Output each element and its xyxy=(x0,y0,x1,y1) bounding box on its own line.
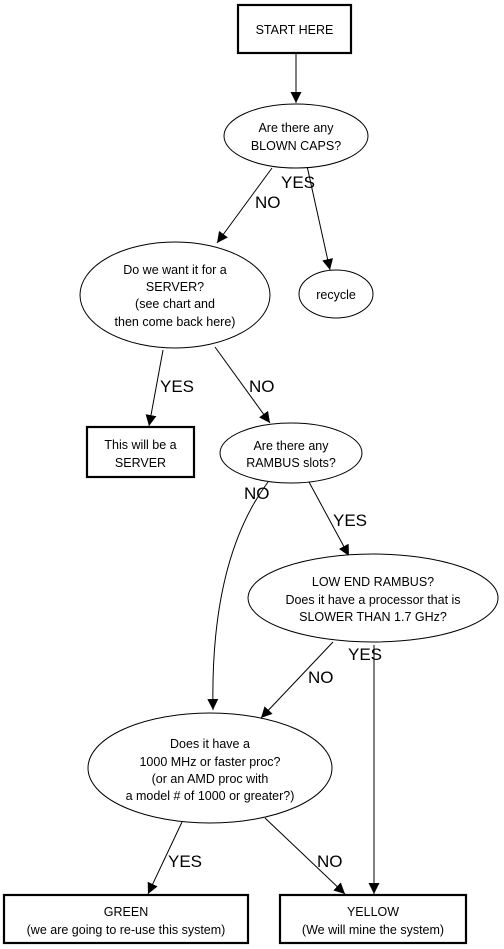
arrow-proc-to-yellow xyxy=(264,817,346,895)
processor-question-line-4: a model # of 1000 or greater?) xyxy=(126,789,295,803)
recycle-node: recycle xyxy=(298,269,374,319)
low-end-rambus-line-2: Does it have a processor that is xyxy=(285,593,460,607)
green-result-line-1: GREEN xyxy=(104,905,148,919)
edge-label-proc-yes: YES xyxy=(168,852,202,871)
processor-question-line-1: Does it have a xyxy=(170,737,250,751)
green-result-line-2: (we are going to re-use this system) xyxy=(27,923,226,937)
arrow-caps-to-recycle xyxy=(306,165,333,271)
yellow-result-line-2: (We will mine the system) xyxy=(302,923,444,937)
edge-label-server-no: NO xyxy=(249,377,275,396)
rambus-question-node: Are there any RAMBUS slots? xyxy=(219,422,363,484)
edges xyxy=(145,54,380,895)
arrow-caps-to-server xyxy=(216,167,273,244)
edge-label-caps-yes: YES xyxy=(281,173,315,192)
processor-question-line-3: (or an AMD proc with xyxy=(152,772,269,786)
arrow-lowend-to-proc xyxy=(260,641,334,719)
arrow-server-to-rambus xyxy=(214,346,271,424)
low-end-rambus-node: LOW END RAMBUS? Does it have a processor… xyxy=(247,553,499,643)
yellow-result-node: YELLOW (We will mine the system) xyxy=(278,893,468,945)
edge-label-caps-no: NO xyxy=(255,193,281,212)
blown-caps-ellipse xyxy=(223,103,369,169)
low-end-rambus-ellipse xyxy=(247,553,499,643)
edge-label-proc-no: NO xyxy=(317,852,343,871)
yellow-result-box xyxy=(278,893,468,945)
start-label: START HERE xyxy=(256,23,334,37)
server-question-node: Do we want it for a SERVER? (see chart a… xyxy=(79,241,271,349)
edge-labels: YES NO YES NO NO YES YES NO YES NO xyxy=(160,173,382,871)
low-end-rambus-line-3: SLOWER THAN 1.7 GHz? xyxy=(299,610,447,624)
arrow-rambus-to-lowend xyxy=(308,481,350,557)
server-question-line-3: (see chart and xyxy=(135,297,215,311)
green-result-node: GREEN (we are going to re-use this syste… xyxy=(2,893,250,945)
server-question-ellipse xyxy=(79,241,271,349)
server-result-line-1: This will be a xyxy=(104,438,176,452)
rambus-question-line-1: Are there any xyxy=(253,439,329,453)
arrow-proc-to-green xyxy=(147,821,183,895)
blown-caps-line-2: BLOWN CAPS? xyxy=(251,139,341,153)
rambus-question-ellipse xyxy=(219,422,363,484)
server-result-node: This will be a SERVER xyxy=(85,425,196,479)
edge-label-rambus-no: NO xyxy=(244,484,270,503)
arrow-rambus-to-proc xyxy=(207,481,269,711)
start-node: START HERE xyxy=(236,3,353,55)
processor-question-line-2: 1000 MHz or faster proc? xyxy=(139,755,280,769)
server-question-line-2: SERVER? xyxy=(146,280,204,294)
start-box xyxy=(236,3,353,55)
server-result-box xyxy=(85,425,196,479)
recycle-ellipse xyxy=(298,269,374,319)
blown-caps-node: Are there any BLOWN CAPS? xyxy=(223,103,369,169)
processor-question-ellipse xyxy=(87,712,333,824)
recycle-label: recycle xyxy=(316,288,356,302)
edge-label-lowend-no: NO xyxy=(308,668,334,687)
server-question-line-1: Do we want it for a xyxy=(123,263,227,277)
yellow-result-line-1: YELLOW xyxy=(347,905,399,919)
blown-caps-line-1: Are there any xyxy=(258,121,334,135)
edge-label-lowend-yes: YES xyxy=(348,645,382,664)
rambus-question-line-2: RAMBUS slots? xyxy=(246,456,336,470)
edge-label-server-yes: YES xyxy=(160,377,194,396)
low-end-rambus-line-1: LOW END RAMBUS? xyxy=(312,575,434,589)
green-result-box xyxy=(2,893,250,945)
processor-question-node: Does it have a 1000 MHz or faster proc? … xyxy=(87,712,333,824)
edge-label-rambus-yes: YES xyxy=(333,511,367,530)
server-question-line-4: then come back here) xyxy=(115,315,236,329)
arrow-server-to-serverbox xyxy=(145,349,164,427)
server-result-line-2: SERVER xyxy=(115,456,166,470)
